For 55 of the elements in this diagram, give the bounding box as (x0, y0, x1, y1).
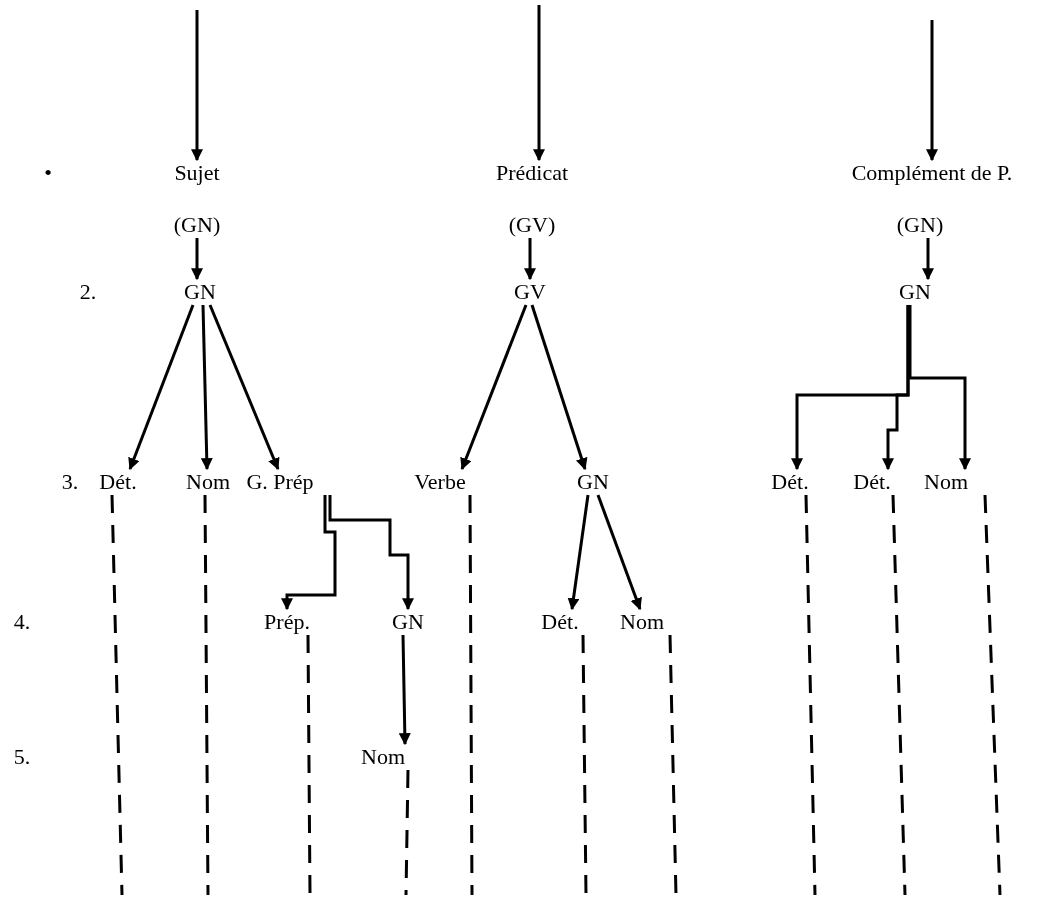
level-number: 4. (13, 609, 31, 635)
node-label: GN (392, 609, 424, 635)
arrow (524, 238, 536, 281)
arrow (596, 494, 642, 611)
arrow (460, 304, 528, 471)
arrow (882, 305, 910, 471)
node-label: Sujet (174, 160, 220, 186)
arrow (328, 495, 414, 611)
node-label: Verbe (414, 469, 466, 495)
dashed-line (581, 635, 588, 895)
node-label: (GN) (896, 212, 944, 238)
node-label: Nom (186, 469, 230, 495)
node-label: G. Prép (246, 469, 314, 495)
arrow (922, 238, 934, 281)
level-number: 5. (13, 744, 31, 770)
node-label: GN (184, 279, 216, 305)
node-label: Nom (924, 469, 968, 495)
bullet: • (44, 160, 52, 186)
arrow (200, 304, 213, 471)
arrow (191, 10, 203, 162)
node-label: Dét. (853, 469, 891, 495)
arrow (567, 494, 590, 611)
node-label: Complément de P. (851, 160, 1013, 186)
arrow (908, 305, 971, 471)
node-label: Prép. (264, 609, 310, 635)
level-number: 2. (79, 279, 97, 305)
dashed-line (404, 769, 410, 896)
node-label: Dét. (771, 469, 809, 495)
node-label: (GN) (173, 212, 221, 238)
dashed-line (110, 494, 124, 896)
node-label: Prédicat (495, 160, 569, 186)
arrow (191, 238, 203, 281)
arrow (530, 304, 588, 471)
node-label: GN (899, 279, 931, 305)
dashed-line (203, 495, 210, 895)
node-label: Dét. (99, 469, 137, 495)
dashed-line (983, 494, 1002, 896)
node-label: Nom (361, 744, 405, 770)
node-label: GN (577, 469, 609, 495)
dashed-line (668, 634, 678, 896)
node-label: Nom (620, 609, 664, 635)
arrow (533, 5, 545, 162)
dashed-line (468, 495, 474, 895)
node-label: (GV) (508, 212, 556, 238)
arrow (398, 634, 411, 746)
arrow (926, 20, 938, 162)
arrow (208, 304, 280, 471)
arrow (281, 495, 337, 611)
node-label: GV (514, 279, 546, 305)
dashed-line (804, 494, 817, 896)
node-label: Dét. (541, 609, 579, 635)
arrow (128, 304, 195, 471)
dashed-line (891, 494, 907, 896)
level-number: 3. (61, 469, 79, 495)
dashed-line (306, 635, 312, 895)
